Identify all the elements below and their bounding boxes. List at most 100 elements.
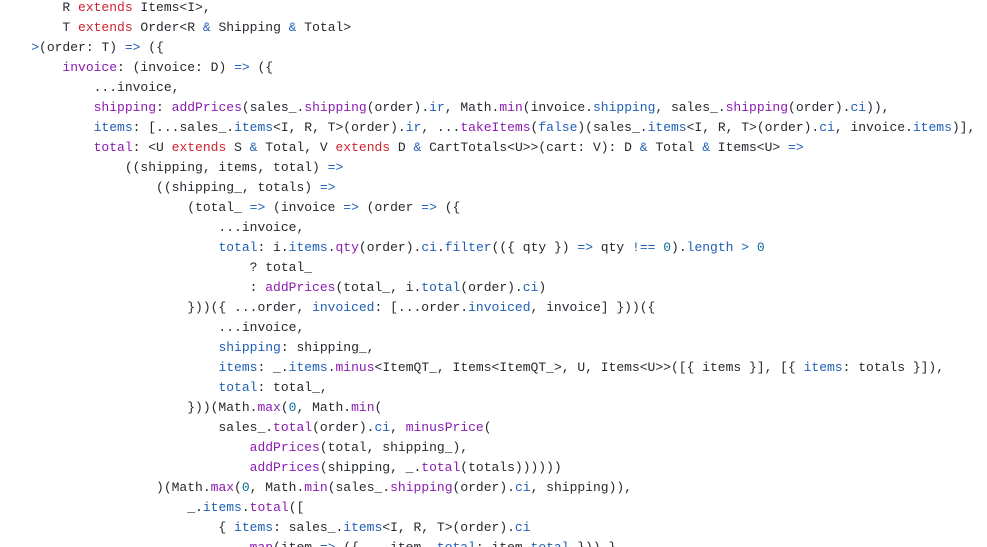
code-text: <ItemQT_, Items<ItemQT_>, U, Items<U>>([…: [374, 360, 804, 375]
code-text: (invoice: [265, 200, 344, 215]
function-token: addPrices: [249, 440, 320, 455]
code-line: ...invoice,: [0, 218, 304, 238]
code-text: CartTotals<U>>(cart: V): D: [421, 140, 640, 155]
code-line: sales_.total(order).ci, minusPrice(: [0, 418, 492, 438]
code-text: (total, shipping_),: [319, 440, 469, 455]
function-token: qty: [335, 240, 359, 255]
code-text: [0, 360, 218, 375]
code-text: )),: [866, 100, 890, 115]
code-text: ((shipping_, totals): [0, 180, 320, 195]
property-token: ci: [514, 480, 531, 495]
operator-token: &: [702, 140, 710, 155]
code-text: , sales_.: [655, 100, 726, 115]
code-text: Shipping: [210, 20, 289, 35]
property-token: ci: [421, 240, 437, 255]
code-text: [0, 540, 250, 547]
code-text: [0, 100, 94, 115]
operator-token: >: [741, 240, 750, 255]
code-text: : _.: [257, 360, 289, 375]
code-line: (total_ => (invoice => (order => ({: [0, 198, 460, 218]
keyword-token: extends: [171, 140, 227, 155]
code-text: Total: [647, 140, 703, 155]
code-text: (sales_.: [241, 100, 305, 115]
code-text: ((shipping, items, total): [0, 160, 328, 175]
code-text: (sales_.: [327, 480, 391, 495]
code-text: )],: [951, 120, 976, 135]
code-text: {: [0, 520, 235, 535]
property-token: items: [93, 120, 133, 135]
code-text: (order).: [460, 280, 523, 295]
function-token: total: [273, 420, 313, 435]
code-text: ({: [140, 40, 164, 55]
property-token: items: [202, 500, 242, 515]
function-token: min: [304, 480, 328, 495]
property-token: shipping: [592, 100, 656, 115]
code-text: ({ ...item,: [335, 540, 436, 547]
code-text: .: [327, 240, 336, 255]
code-text: )(Math.: [0, 480, 211, 495]
number-token: 0: [756, 240, 765, 255]
code-line: ((shipping_, totals) =>: [0, 178, 335, 198]
code-text: sales_.: [0, 420, 274, 435]
function-token: invoice: [62, 60, 118, 75]
operator-token: &: [639, 140, 648, 155]
code-text: : (invoice: D): [117, 60, 235, 75]
code-text: <I, R, T>(order).: [273, 120, 406, 135]
keyword-token: extends: [78, 20, 133, 35]
code-text: (totals)))))): [460, 460, 562, 475]
code-line: _.items.total([: [0, 498, 304, 518]
code-text: [749, 240, 757, 255]
operator-token: =>: [577, 240, 593, 255]
code-text: Total, V: [257, 140, 336, 155]
operator-token: !==: [632, 240, 656, 255]
function-token: addPrices: [171, 100, 242, 115]
property-token: ci: [850, 100, 867, 115]
property-token: items: [343, 520, 383, 535]
function-token: minusPrice: [405, 420, 484, 435]
property-token: ir: [405, 120, 422, 135]
operator-token: &: [249, 140, 258, 155]
operator-token: &: [413, 140, 422, 155]
code-text: (total_, i.: [335, 280, 422, 295]
code-text: ...invoice,: [0, 220, 305, 235]
property-token: length: [686, 240, 734, 255]
operator-token: =>: [319, 180, 336, 195]
code-text: , invoice] }))({: [530, 300, 656, 315]
operator-token: =>: [124, 40, 141, 55]
code-text: : <U: [132, 140, 172, 155]
property-token: ci: [514, 520, 531, 535]
property-token: items: [647, 120, 687, 135]
code-text: (: [483, 420, 492, 435]
code-line: R extends Items<I>,: [0, 0, 210, 18]
code-text: ): [538, 280, 547, 295]
code-line: addPrices(total, shipping_),: [0, 438, 468, 458]
property-token: shipping: [218, 340, 281, 355]
code-text: }))(Math.: [0, 400, 258, 415]
code-line: { items: sales_.items<I, R, T>(order).ci: [0, 518, 531, 538]
property-token: items: [288, 240, 328, 255]
code-text: , Math.: [444, 100, 500, 115]
code-line: map(item => ({ ...item, total: item.tota…: [0, 538, 625, 547]
property-token: items: [218, 360, 258, 375]
operator-token: =>: [421, 200, 437, 215]
code-text: : [...order.: [374, 300, 469, 315]
code-text: ).: [671, 240, 687, 255]
code-text: (order: T): [39, 40, 125, 55]
code-text: (order).: [788, 100, 851, 115]
property-token: items: [234, 520, 274, 535]
number-token: 0: [663, 240, 672, 255]
code-text: : total_,: [257, 380, 328, 395]
property-token: total: [218, 380, 258, 395]
code-line: total: i.items.qty(order).ci.filter(({ q…: [0, 238, 765, 258]
code-text: qty: [593, 240, 633, 255]
property-token: items: [803, 360, 843, 375]
property-token: total: [421, 280, 461, 295]
function-token: shipping: [390, 480, 453, 495]
code-text: [0, 140, 94, 155]
property-token: invoiced: [468, 300, 531, 315]
code-text: .: [241, 500, 250, 515]
code-text: ? total_: [0, 260, 313, 275]
operator-token: &: [202, 20, 211, 35]
code-line: )(Math.max(0, Math.min(sales_.shipping(o…: [0, 478, 632, 498]
